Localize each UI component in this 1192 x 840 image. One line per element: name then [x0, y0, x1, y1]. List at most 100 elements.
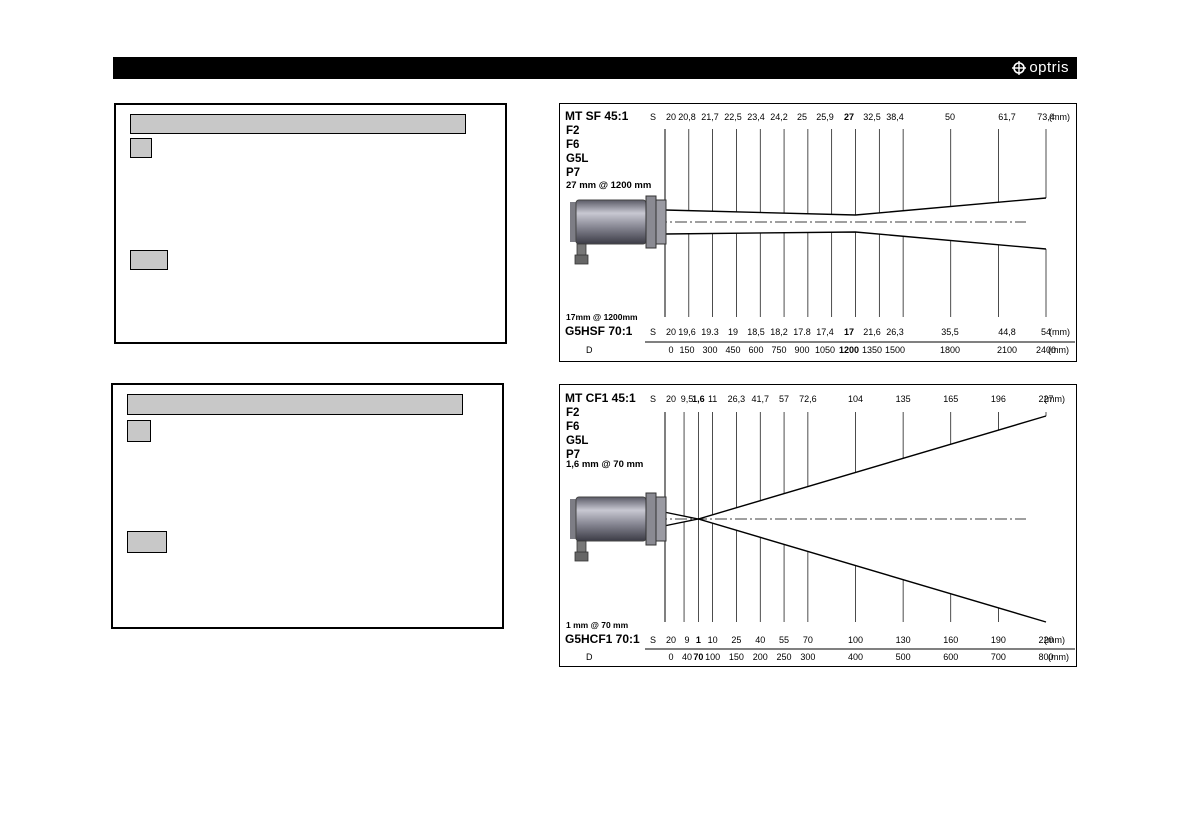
- top-spot-value: 165: [943, 394, 958, 404]
- distance-value: 700: [991, 652, 1006, 662]
- model-label: F6: [566, 139, 579, 151]
- top-spot-value: 1,6: [692, 394, 705, 404]
- top-spot-value: 22,5: [724, 112, 742, 122]
- top-spot-value: 25,9: [816, 112, 834, 122]
- s-label: S: [650, 635, 656, 645]
- bottom-spot-note: 1 mm @ 70 mm: [566, 620, 629, 630]
- info-box-model-tag: [127, 420, 151, 442]
- unit-label: (mm): [1049, 112, 1070, 122]
- distance-value: 100: [705, 652, 720, 662]
- bottom-title: G5HSF 70:1: [565, 324, 633, 338]
- info-box-title-bar: [130, 114, 466, 134]
- sensor-head-icon: [570, 195, 667, 265]
- info-box-title-bar: [127, 394, 463, 415]
- top-title: MT CF1 45:1: [565, 391, 636, 405]
- distance-value: 450: [725, 345, 740, 355]
- bottom-spot-value: 20: [666, 327, 676, 337]
- distance-value: 500: [896, 652, 911, 662]
- bottom-spot-value: 17,4: [816, 327, 834, 337]
- s-label: S: [650, 112, 656, 122]
- bottom-spot-value: 40: [755, 635, 765, 645]
- bottom-spot-value: 55: [779, 635, 789, 645]
- distance-value: 200: [753, 652, 768, 662]
- logo-text: optris: [1029, 59, 1069, 76]
- header-bar: optris: [113, 57, 1077, 79]
- info-box-model-tag: [130, 250, 168, 270]
- bottom-spot-value: 19,6: [678, 327, 696, 337]
- distance-value: 2100: [997, 345, 1017, 355]
- model-label: G5L: [566, 435, 588, 447]
- info-box-cf: [111, 383, 504, 629]
- top-spot-value: 57: [779, 394, 789, 404]
- bottom-title: G5HCF1 70:1: [565, 632, 640, 646]
- bottom-spot-value: 9: [684, 635, 689, 645]
- info-box-sf: [114, 103, 507, 344]
- distance-value: 150: [729, 652, 744, 662]
- distance-value: 400: [848, 652, 863, 662]
- top-spot-value: 20,8: [678, 112, 696, 122]
- bottom-spot-value: 17.8: [793, 327, 811, 337]
- model-label: F2: [566, 407, 579, 419]
- model-label: P7: [566, 449, 580, 461]
- distance-value: 1500: [885, 345, 905, 355]
- bottom-spot-value: 19.3: [701, 327, 719, 337]
- distance-value: 1350: [862, 345, 882, 355]
- d-label: D: [586, 652, 593, 662]
- model-label: G5L: [566, 153, 588, 165]
- info-box-model-tag: [130, 138, 152, 158]
- beam-upper-edge: [658, 415, 1047, 520]
- top-spot-value: 50: [945, 112, 955, 122]
- d-label: D: [586, 345, 593, 355]
- bottom-spot-value: 1: [696, 635, 701, 645]
- optris-logo-icon: [1012, 60, 1027, 75]
- top-spot-value: 11: [708, 394, 717, 404]
- bottom-spot-value: 19: [728, 327, 738, 337]
- top-spot-value: 38,4: [886, 112, 904, 122]
- bottom-spot-value: 26,3: [886, 327, 904, 337]
- bottom-spot-value: 130: [896, 635, 911, 645]
- top-spot-value: 26,3: [728, 394, 746, 404]
- top-spot-value: 27: [844, 112, 854, 122]
- top-spot-value: 73,4: [1037, 112, 1055, 122]
- unit-label: (mm): [1048, 345, 1069, 355]
- optris-logo: optris: [1012, 59, 1069, 76]
- top-spot-value: 41,7: [751, 394, 769, 404]
- top-spot-value: 21,7: [701, 112, 719, 122]
- top-spot-value: 72,6: [799, 394, 817, 404]
- unit-label: (mm): [1048, 652, 1069, 662]
- top-spot-value: 20: [666, 112, 676, 122]
- bottom-spot-value: 100: [848, 635, 863, 645]
- s-label: S: [650, 394, 656, 404]
- distance-value: 800: [1038, 652, 1053, 662]
- distance-value: 70: [693, 652, 703, 662]
- bottom-spot-value: 21,6: [863, 327, 881, 337]
- top-spot-value: 227: [1038, 394, 1053, 404]
- distance-value: 2400: [1036, 345, 1056, 355]
- bottom-spot-value: 18,2: [770, 327, 788, 337]
- unit-label: (mm): [1044, 635, 1065, 645]
- distance-value: 300: [702, 345, 717, 355]
- top-spot-value: 24,2: [770, 112, 788, 122]
- top-spot-value: 9,5: [681, 394, 694, 404]
- unit-label: (mm): [1049, 327, 1070, 337]
- bottom-spot-value: 54: [1041, 327, 1051, 337]
- beam-upper-edge: [664, 197, 1047, 216]
- bottom-spot-value: 35,5: [941, 327, 959, 337]
- top-spot-note: 27 mm @ 1200 mm: [566, 180, 651, 191]
- distance-value: 0: [668, 345, 673, 355]
- model-label: F2: [566, 125, 579, 137]
- top-spot-value: 25: [797, 112, 807, 122]
- distance-value: 750: [771, 345, 786, 355]
- bottom-spot-value: 160: [943, 635, 958, 645]
- distance-value: 150: [679, 345, 694, 355]
- distance-value: 1050: [815, 345, 835, 355]
- distance-value: 300: [800, 652, 815, 662]
- top-spot-value: 20: [666, 394, 676, 404]
- distance-value: 900: [794, 345, 809, 355]
- distance-value: 0: [668, 652, 673, 662]
- info-box-model-tag: [127, 531, 167, 553]
- bottom-spot-value: 44,8: [998, 327, 1016, 337]
